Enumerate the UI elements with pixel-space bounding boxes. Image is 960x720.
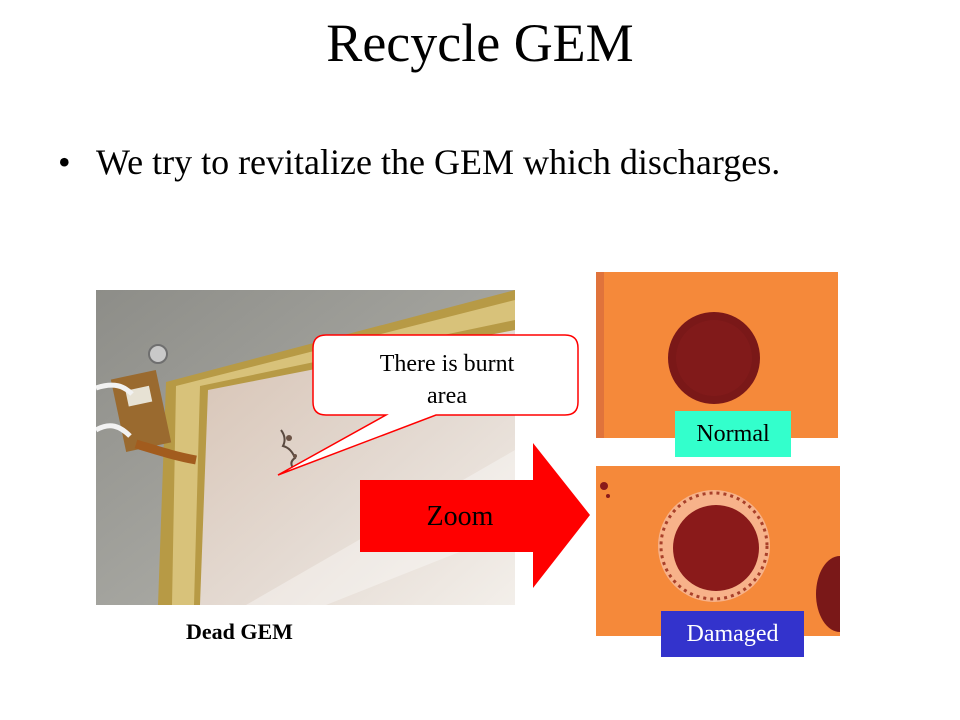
damaged-hole-photo xyxy=(596,466,840,636)
zoom-label: Zoom xyxy=(426,501,494,532)
zoom-arrow-icon xyxy=(360,443,590,588)
callout-line-2: area xyxy=(427,383,467,409)
normal-hole-photo xyxy=(596,272,838,438)
normal-label: Normal xyxy=(675,411,791,457)
callout-line-1: There is burnt xyxy=(379,351,515,377)
dead-gem-caption: Dead GEM xyxy=(186,619,293,644)
callout-bubble xyxy=(277,334,579,476)
bullet-text: We try to revitalize the GEM which disch… xyxy=(96,142,781,182)
callout-bubble-shape xyxy=(277,334,579,476)
damaged-label: Damaged xyxy=(661,611,804,657)
slide-title: Recycle GEM xyxy=(326,13,634,73)
callout-text: There is burnt area xyxy=(318,348,576,412)
bullet-item: • We try to revitalize the GEM which dis… xyxy=(58,132,918,192)
bullet-marker: • xyxy=(58,142,71,182)
zoom-arrow-shape xyxy=(360,443,590,588)
